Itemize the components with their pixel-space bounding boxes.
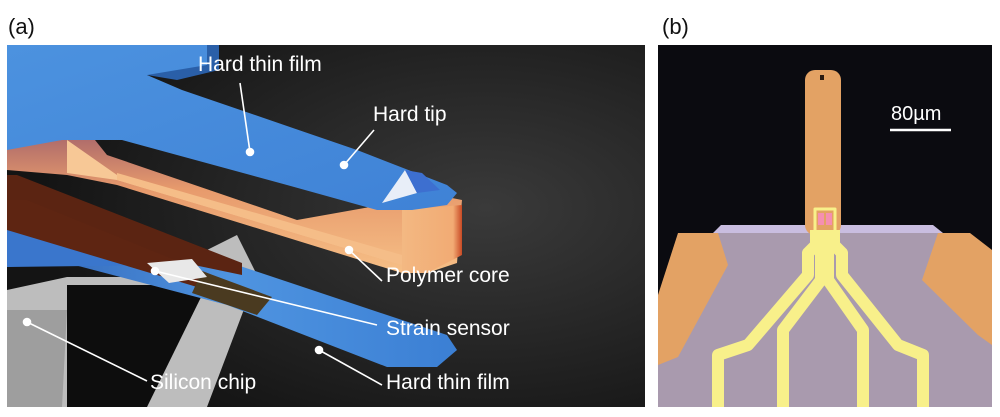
- leader-hard-tip: [343, 129, 375, 166]
- cantilever: [805, 70, 841, 235]
- label-hard-thin-film-top: Hard thin film: [198, 53, 322, 76]
- panel-b-micrograph: 80µm: [658, 45, 992, 407]
- trace-loop: [813, 207, 837, 230]
- purple-substrate: [658, 233, 992, 407]
- cantilever-render: Hard thin film Hard tip Polymer core Str…: [7, 45, 645, 407]
- dot-hard-thin-film-top: [245, 147, 255, 157]
- dot-hard-thin-film-bottom: [314, 345, 324, 355]
- polymer-core-top: [7, 105, 462, 273]
- polymer-core-face: [117, 173, 402, 265]
- dot-silicon-chip: [22, 317, 32, 327]
- gold-traces: [712, 207, 929, 407]
- trace-4: [828, 230, 929, 407]
- hard-tip-face-dark: [405, 170, 440, 193]
- sensor-element-right: [826, 213, 832, 225]
- chip-face: [7, 310, 67, 407]
- label-strain-sensor: Strain sensor: [386, 317, 510, 340]
- micrograph-image: 80µm: [658, 45, 992, 407]
- scale-bar-label: 80µm: [891, 103, 941, 125]
- sensor-pad-frame: [192, 271, 272, 315]
- dot-hard-tip: [339, 160, 349, 170]
- strain-sensor-element: [147, 259, 207, 283]
- panel-a-label: (a): [8, 14, 35, 39]
- leader-strain-sensor: [154, 270, 378, 326]
- tip-mark: [820, 75, 824, 80]
- trace-2: [777, 230, 827, 407]
- leader-silicon-chip: [26, 321, 148, 382]
- sensor-wire-top: [7, 175, 242, 275]
- chip-shadow: [67, 285, 207, 407]
- hard-tip-face-light: [382, 170, 417, 203]
- trace-3: [822, 230, 869, 407]
- leader-polymer-core: [348, 249, 383, 282]
- panel-b-label: (b): [662, 14, 689, 39]
- dot-strain-sensor: [150, 266, 160, 276]
- leader-hard-thin-film-top: [239, 82, 251, 153]
- label-hard-thin-film-bottom: Hard thin film: [386, 371, 510, 394]
- leader-hard-thin-film-bottom: [318, 349, 383, 386]
- panel-a-rendering: Hard thin film Hard tip Polymer core Str…: [7, 45, 645, 407]
- label-silicon-chip: Silicon chip: [150, 371, 256, 394]
- label-polymer-core: Polymer core: [386, 264, 510, 287]
- dot-polymer-core: [344, 245, 354, 255]
- polymer-core-end: [402, 205, 462, 273]
- upper-film-step: [147, 45, 219, 80]
- label-hard-tip: Hard tip: [373, 103, 447, 126]
- sensor-element-left: [818, 213, 824, 225]
